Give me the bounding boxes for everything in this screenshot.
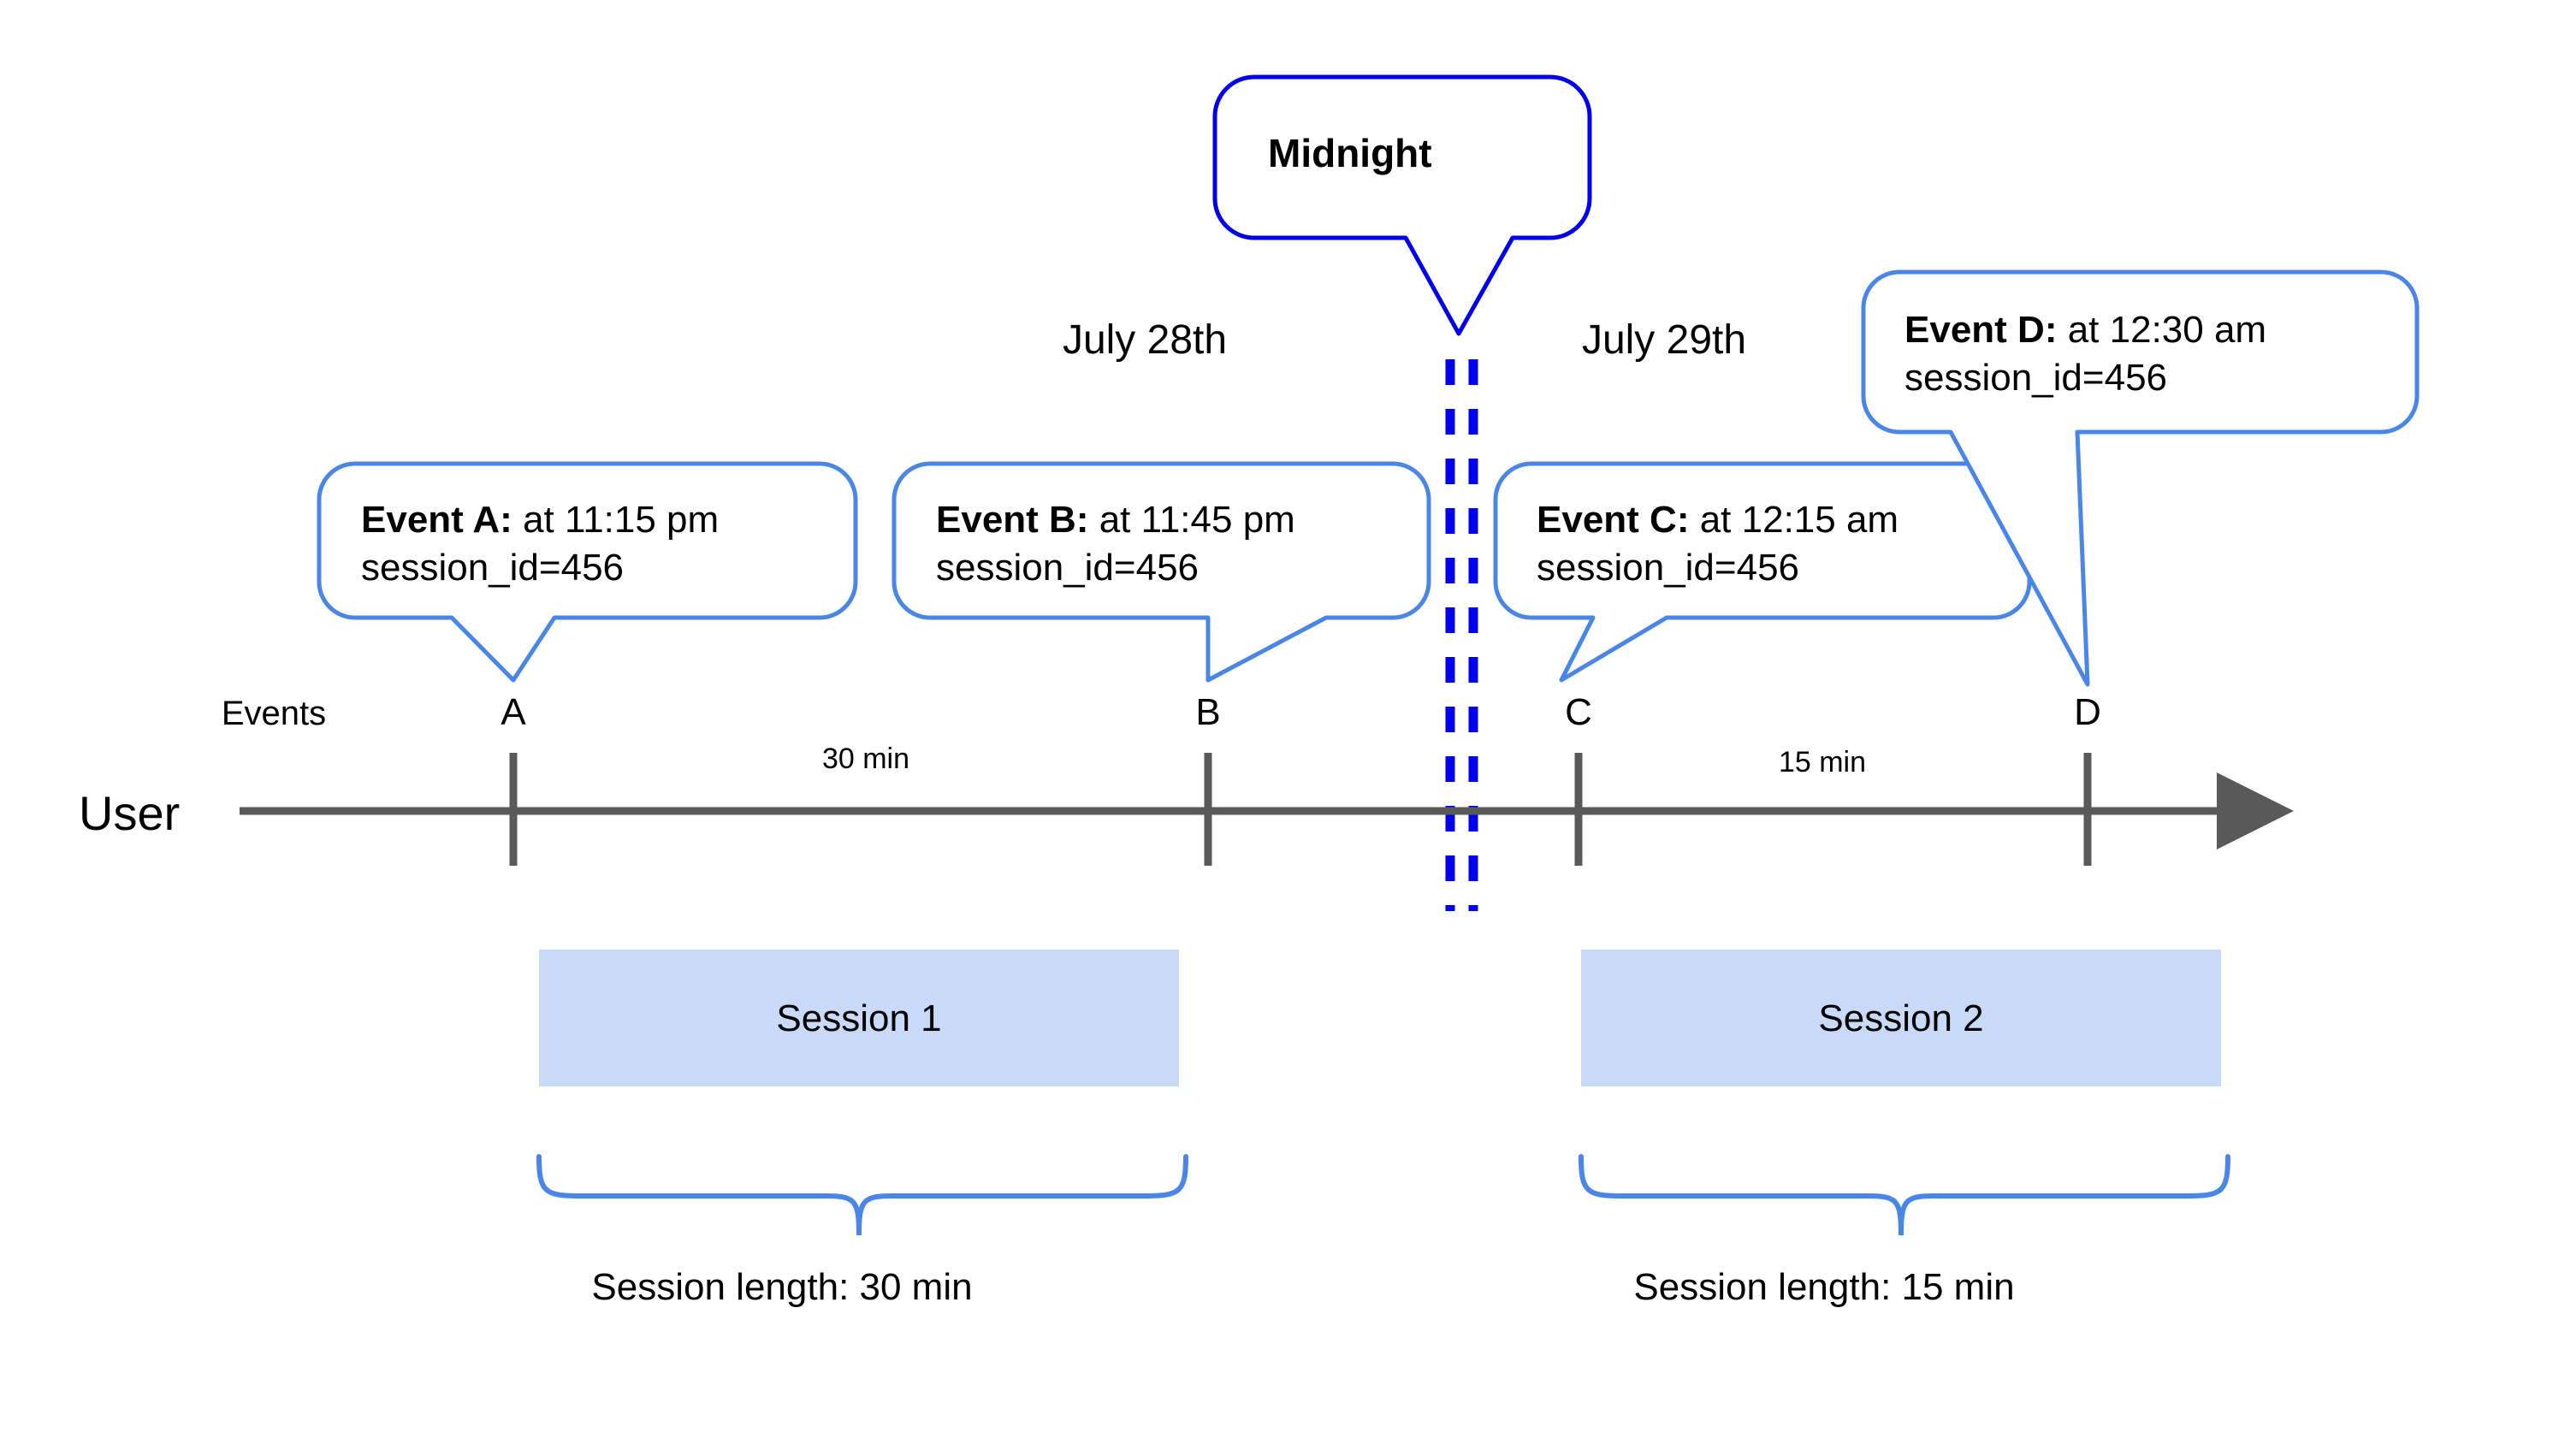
event-c-callout-shape [1493,461,2032,683]
session-brace-1 [536,1154,1188,1236]
event-a-callout-shape [317,461,858,683]
session-bars [539,950,2221,1086]
event-a-session-id: session_id=456 [361,547,625,589]
event-a-time: at 11:15 pm [512,499,720,541]
marker-letter-b: B [1195,691,1221,733]
timeline-markers [509,753,2092,866]
midnight-callout-shape [1212,74,1592,336]
event-d-callout-text: Event D: at 12:30 am session_id=456 [1904,306,2266,403]
session-braces [536,1154,2230,1236]
session-1-length-label: Session length: 30 min [591,1266,973,1308]
marker-letter-c: C [1565,691,1592,733]
event-a-title: Event A: [361,499,512,541]
session-bar-1-label: Session 1 [776,997,942,1039]
session-bar-1 [539,950,1179,1086]
midnight-dashed-lines [1445,359,1478,911]
user-row-label: User [79,786,181,840]
date-label-july-28: July 28th [1062,317,1228,363]
session-brace-2 [1579,1154,2230,1236]
gap-label-15-min: 15 min [1778,746,1867,778]
session-bar-2 [1581,950,2221,1086]
event-d-title: Event D: [1904,309,2058,351]
marker-letter-d: D [2074,691,2101,733]
event-d-time: at 12:30 am [2057,309,2267,351]
event-c-callout-text: Event C: at 12:15 am session_id=456 [1537,496,1898,593]
session-bar-2-label: Session 2 [1818,997,1984,1039]
midnight-callout-label: Midnight [1268,131,1432,175]
event-b-time: at 11:45 pm [1088,499,1295,541]
gap-label-30-min: 30 min [821,743,910,775]
events-row-label: Events [221,695,327,732]
event-b-title: Event B: [936,499,1089,541]
event-b-callout-text: Event B: at 11:45 pm session_id=456 [936,496,1295,593]
event-a-callout-text: Event A: at 11:15 pm session_id=456 [361,496,719,593]
marker-letter-a: A [501,691,526,733]
event-b-callout-shape [891,461,1431,683]
event-c-title: Event C: [1537,499,1690,541]
date-label-july-29: July 29th [1581,317,1747,363]
event-d-session-id: session_id=456 [1904,357,2168,400]
event-b-session-id: session_id=456 [936,547,1199,589]
event-d-callout-shape [1861,269,2420,687]
event-c-time: at 12:15 am [1689,499,1899,541]
event-c-session-id: session_id=456 [1537,547,1800,589]
session-2-length-label: Session length: 15 min [1633,1266,2015,1308]
